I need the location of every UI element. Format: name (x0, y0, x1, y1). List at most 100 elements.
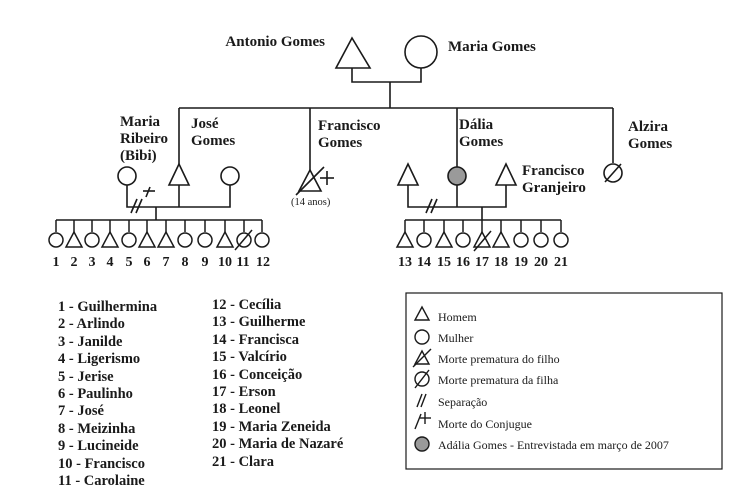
child-number: 5 (126, 255, 133, 270)
jose-label-2: Gomes (191, 133, 235, 149)
list-item: 1 - Guilhermina (58, 299, 158, 315)
dalia-label-2: Gomes (459, 134, 503, 150)
legend-label: Separação (438, 395, 487, 409)
jose-gomes-symbol (167, 162, 191, 186)
alzira-gomes-symbol (603, 163, 623, 183)
child-4-symbol (100, 230, 120, 248)
legend-label: Mulher (438, 331, 473, 345)
list-item: 2 - Arlindo (58, 316, 125, 333)
double-slash-icon (416, 393, 423, 408)
legend-label: Morte prematura da filha (438, 373, 559, 387)
child-number: 3 (89, 255, 96, 270)
child-12-symbol (254, 232, 270, 248)
francisco-gomes-symbol (297, 168, 323, 192)
list-item: 7 - José (58, 403, 104, 420)
jose-second-partner-symbol (220, 166, 240, 186)
child-number: 11 (236, 255, 249, 270)
list-item: 19 - Maria Zeneida (212, 418, 331, 435)
child-number: 14 (417, 255, 431, 270)
child-16-symbol (455, 232, 471, 248)
child-number: 6 (144, 255, 151, 270)
list-item: 18 - Leonel (212, 401, 281, 418)
francisco-label-1: Francisco (318, 118, 380, 134)
list-item: 21 - Clara (212, 453, 275, 470)
unnamed-partner-symbol (396, 162, 420, 186)
antonio-gomes-symbol (334, 36, 372, 69)
child-13-symbol (395, 230, 415, 248)
child-6-symbol (137, 230, 157, 248)
children-names-list-left: 1 - Guilhermina 2 - Arlindo 3 - Janilde … (58, 299, 157, 490)
maria-ribeiro-label-3: (Bibi) (120, 148, 157, 164)
list-item: 12 - Cecília (212, 297, 282, 313)
spouse-death-mark (145, 186, 151, 198)
crossed-triangle-icon (413, 349, 431, 365)
list-item: 4 - Ligerismo (58, 351, 141, 368)
alzira-label-1: Alzira (628, 119, 668, 135)
dalia-label-1: Dália (459, 117, 494, 133)
legend-label: Morte prematura do filho (438, 352, 560, 366)
child-number: 16 (456, 255, 470, 270)
child-15-symbol (434, 230, 454, 248)
child-21-symbol (553, 232, 569, 248)
slash-plus-icon (414, 413, 422, 430)
list-item: 16 - Conceição (212, 366, 303, 383)
legend-label: Adália Gomes - Entrevistada em março de … (438, 438, 669, 452)
child-number: 1 (53, 255, 60, 270)
child-2-symbol (64, 230, 84, 248)
legend-label: Homem (438, 310, 477, 324)
child-number: 8 (182, 255, 189, 270)
list-item: 9 - Lucineide (58, 438, 139, 455)
child-10-symbol (215, 230, 235, 248)
child-number: 2 (71, 255, 78, 270)
jose-children (48, 220, 270, 251)
child-number: 15 (437, 255, 451, 270)
child-number: 19 (514, 255, 528, 270)
maria-gomes-label: Maria Gomes (448, 39, 536, 55)
triangle-icon (413, 305, 431, 321)
child-number: 7 (163, 255, 170, 270)
legend-box (405, 292, 723, 470)
child-20-symbol (533, 232, 549, 248)
legend-symbols (412, 305, 432, 452)
list-item: 14 - Francisca (212, 331, 299, 348)
francisco-granjeiro-label-1: Francisco (522, 163, 584, 179)
child-number: 10 (218, 255, 232, 270)
child-7-symbol (156, 230, 176, 248)
child-19-symbol (513, 232, 529, 248)
filled-circle-icon (414, 436, 430, 452)
child-18-symbol (491, 230, 511, 248)
maria-gomes-symbol (404, 35, 438, 69)
maria-ribeiro-symbol (117, 166, 137, 186)
francisco-granjeiro-symbol (494, 162, 518, 186)
child-11-symbol (236, 232, 252, 248)
separation-mark (130, 198, 138, 214)
jose-label-1: José (191, 116, 219, 132)
list-item: 11 - Carolaine (58, 473, 145, 490)
list-item: 17 - Erson (212, 384, 276, 401)
maria-ribeiro-label-2: Ribeiro (120, 131, 168, 147)
antonio-gomes-label: Antonio Gomes (225, 34, 325, 50)
children-names-list-right: 12 - Cecília 13 - Guilherme 14 - Francis… (212, 297, 343, 471)
list-item: 13 - Guilherme (212, 314, 306, 331)
list-item: 6 - Paulinho (58, 386, 133, 403)
child-14-symbol (416, 232, 432, 248)
list-item: 5 - Jerise (58, 368, 114, 385)
list-item: 3 - Janilde (58, 333, 123, 350)
dalia-children (395, 220, 569, 252)
child-3-symbol (84, 232, 100, 248)
child-number: 12 (256, 255, 270, 270)
child-number: 18 (494, 255, 508, 270)
child-1-symbol (48, 232, 64, 248)
legend-label: Morte do Conjugue (438, 417, 532, 431)
francisco-granjeiro-label-2: Granjeiro (522, 180, 586, 196)
circle-icon (414, 329, 430, 345)
list-item: 15 - Valcírio (212, 349, 287, 366)
child-number: 21 (554, 255, 568, 270)
child-number: 20 (534, 255, 548, 270)
child-5-symbol (121, 232, 137, 248)
child-8-symbol (177, 232, 193, 248)
child-17-symbol (472, 230, 492, 248)
list-item: 10 - Francisco (58, 455, 145, 472)
dalia-gomes-symbol (447, 166, 467, 186)
